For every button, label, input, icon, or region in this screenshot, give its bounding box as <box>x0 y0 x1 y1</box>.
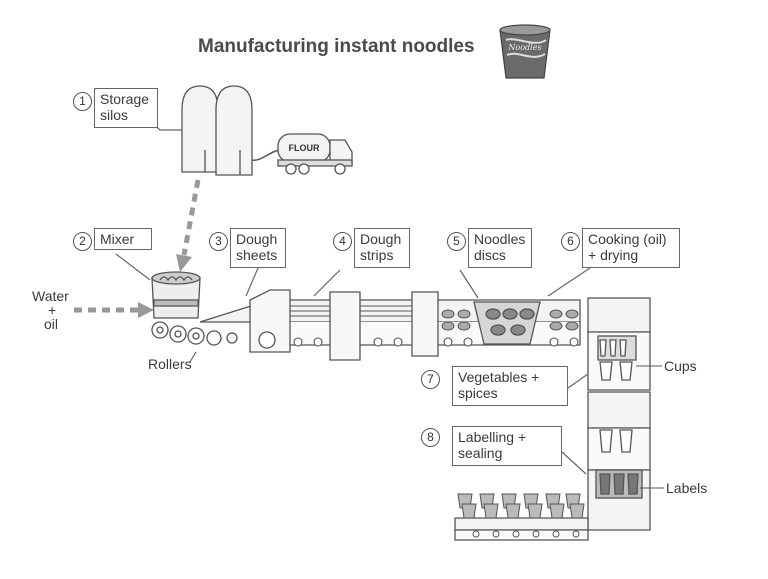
step-5-number: 5 <box>447 232 466 251</box>
step-3-label: Dough sheets <box>230 228 286 268</box>
rollers-label: Rollers <box>148 356 192 372</box>
step-5-label: Noodles discs <box>468 228 532 268</box>
step-1-number: 1 <box>73 92 92 111</box>
vegetables-spices-station <box>587 391 651 471</box>
noodle-discs <box>441 309 471 331</box>
labels-label: Labels <box>666 480 708 496</box>
step-6-label: Cooking (oil) + drying <box>582 228 680 268</box>
cups-station <box>587 297 651 391</box>
step-8-number: 8 <box>421 428 440 447</box>
step-4-number: 4 <box>333 232 352 251</box>
step-7-label: Vegetables + spices <box>452 366 568 406</box>
step-4-label: Dough strips <box>354 228 410 268</box>
cooking-tank <box>473 301 541 345</box>
step-1-label: Storage silos <box>94 88 158 128</box>
water-label: Water <box>32 288 69 304</box>
plus-label: + <box>48 302 57 318</box>
diagram-title: Manufacturing instant noodles <box>198 36 475 57</box>
output-conveyor <box>454 493 589 541</box>
flour-truck: FLOUR <box>277 133 353 175</box>
noodle-cup-icon: Noodles <box>499 24 551 79</box>
step-3-number: 3 <box>209 232 228 251</box>
truck-label: FLOUR <box>289 143 320 153</box>
step-2-number: 2 <box>73 232 92 251</box>
cup-logo-text: Noodles <box>507 43 541 52</box>
step-8-label: Labelling + sealing <box>452 426 562 466</box>
step-6-number: 6 <box>561 232 580 251</box>
cups-label: Cups <box>664 358 697 374</box>
oil-label: oil <box>44 316 59 332</box>
rollers <box>151 321 238 346</box>
step-7-number: 7 <box>421 370 440 389</box>
step-2-label: Mixer <box>94 228 152 250</box>
storage-silos <box>181 85 253 176</box>
mixer <box>151 271 201 319</box>
labelling-station <box>587 469 651 531</box>
